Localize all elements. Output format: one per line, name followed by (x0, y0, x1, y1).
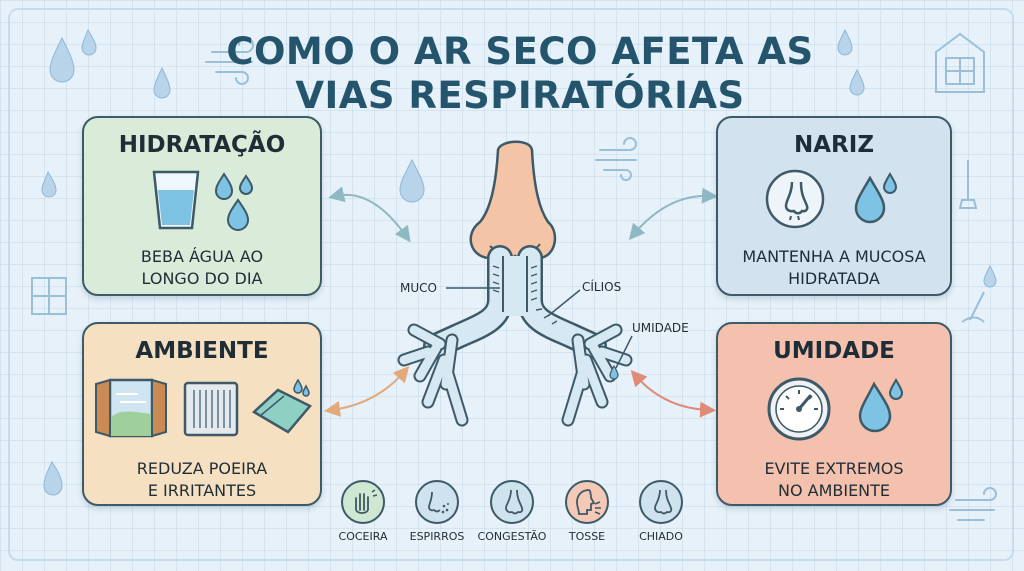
symptom-congestao-icon (490, 480, 534, 524)
card-hidratacao: HIDRATAÇÃO BEBA ÁGUA AO LONGO DO DIA (82, 116, 322, 296)
damp-cloth-icon (251, 378, 312, 434)
page-title-line-1: COMO O AR SECO AFETA AS (226, 30, 814, 73)
glass-of-water-icon (152, 170, 200, 230)
page-title-line-2: VIAS RESPIRATÓRIAS (295, 74, 745, 117)
card-hidratacao-title: HIDRATAÇÃO (118, 132, 286, 158)
card-hidratacao-line-2: LONGO DO DIA (141, 269, 263, 288)
symptom-coceira-icon (341, 480, 385, 524)
symptom-chiado-label: CHIADO (639, 530, 683, 543)
card-umidade-line-2: NO AMBIENTE (777, 481, 891, 500)
airway-label-umidade: UMIDADE (632, 321, 689, 335)
card-umidade-title: UMIDADE (773, 338, 895, 364)
card-hidratacao-line-1: BEBA ÁGUA AO (140, 247, 264, 266)
symptom-espirros-label: ESPIRROS (409, 530, 465, 543)
card-umidade: UMIDADE EVITE EXTREMOS NO AMBIENTE (716, 322, 952, 506)
airway-label-cilios: CÍLIOS (582, 280, 622, 294)
water-drops-icon (214, 172, 254, 231)
symptom-espirros-icon (415, 480, 459, 524)
symptom-tosse-label: TOSSE (568, 530, 606, 543)
card-ambiente-title: AMBIENTE (135, 338, 269, 364)
hygrometer-gauge-icon (767, 377, 831, 441)
card-ambiente: AMBIENTE REDUZA POEIRA E IRRITANTES (82, 322, 322, 506)
open-window-icon (95, 378, 167, 438)
nose-icon (765, 169, 825, 229)
water-drops-icon (854, 171, 898, 224)
card-nariz: NARIZ MANTENHA A MUCOSA HIDRATADA (716, 116, 952, 296)
page-frame (8, 8, 1014, 561)
card-ambiente-line-1: REDUZA POEIRA (136, 459, 268, 478)
airway-label-muco: MUCO (400, 281, 437, 295)
symptom-chiado-icon (639, 480, 683, 524)
card-nariz-line-1: MANTENHA A MUCOSA (742, 247, 926, 266)
symptom-tosse-icon (565, 480, 609, 524)
card-umidade-line-1: EVITE EXTREMOS (764, 459, 904, 478)
nose-illustration (469, 140, 557, 262)
water-drops-icon (858, 377, 904, 433)
symptom-congestao-label: CONGESTÃO (477, 530, 547, 543)
card-ambiente-line-2: E IRRITANTES (147, 481, 257, 500)
air-filter-icon (183, 381, 239, 437)
card-nariz-title: NARIZ (794, 132, 874, 158)
symptom-coceira-label: COCEIRA (338, 530, 388, 543)
card-nariz-line-2: HIDRATADA (788, 269, 880, 288)
